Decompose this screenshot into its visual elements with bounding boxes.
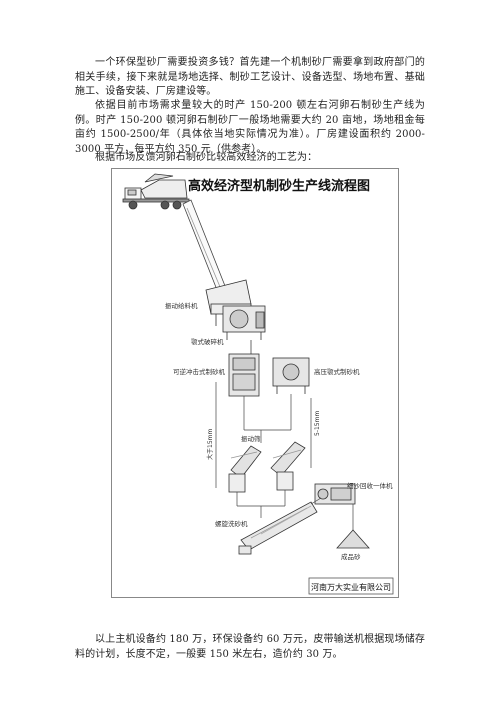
jaw-crusher-label: 颚式破碎机: [191, 337, 224, 346]
mid-size-label: 5-15mm: [314, 411, 321, 436]
impact-sand-maker-label: 可逆冲击式制砂机: [173, 367, 226, 376]
screen-label: 振动筛: [241, 434, 261, 443]
company-box: [308, 577, 394, 595]
finished-sand-label: 成品砂: [341, 552, 361, 561]
process-intro-paragraph: 根据市场反馈河卵石制砂比较高效经济的工艺为：: [95, 152, 318, 163]
feeder-label: 振动给料机: [165, 301, 198, 310]
cone-sand-maker-icon: [272, 357, 310, 394]
jaw-crusher-icon: [222, 305, 266, 340]
flowchart-figure: 高效经济型机制砂生产线流程图 振动给料机: [111, 168, 399, 598]
washer-label: 螺旋洗砂机: [215, 519, 248, 528]
scale-paragraph: 依据目前市场需求量较大的时产 150-200 顿左右河卵石制砂生产线为例。时产 …: [75, 100, 425, 155]
finished-sand-pile-icon: [336, 529, 370, 549]
sand-recovery-unit-icon: [314, 483, 356, 505]
cost-paragraph: 以上主机设备约 180 万，环保设备约 60 万元，皮带输送机根据现场储存料的计…: [75, 634, 425, 660]
cone-sand-maker-label: 高压颚式制砂机: [314, 367, 360, 376]
intro-paragraph: 一个环保型砂厂需要投资多钱？首先建一个机制砂厂需要拿到政府部门的相关手续，接下来…: [75, 57, 425, 97]
recovery-label: 细沙回收一体机: [347, 481, 393, 490]
vibrating-screen-icon: [228, 441, 306, 493]
impact-sand-maker-icon: [228, 353, 260, 397]
spiral-sand-washer-icon: [238, 501, 318, 555]
figure-title: 高效经济型机制砂生产线流程图: [188, 178, 370, 194]
dump-truck-icon: [122, 173, 190, 210]
company-name: 河南万大实业有限公司: [311, 582, 391, 592]
oversize-label: 大于15mm: [206, 429, 214, 460]
flowchart-svg: 高效经济型机制砂生产线流程图 振动给料机: [111, 168, 399, 598]
